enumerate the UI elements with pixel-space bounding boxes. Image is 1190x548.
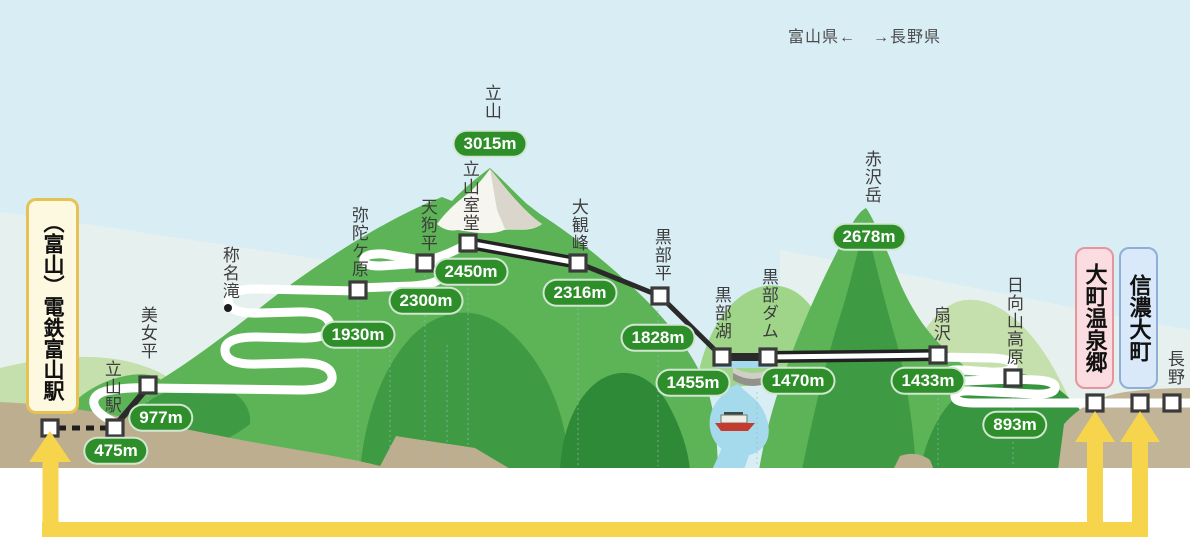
marker-shinano-omachi — [1130, 393, 1150, 413]
snow-cap — [437, 169, 542, 234]
station-label-kurobeko: 黒部湖 — [711, 286, 731, 340]
station-label-murodo: 立山室堂 — [459, 160, 479, 232]
terminal-box-shinano-omachi: 信濃大町 — [1119, 247, 1158, 389]
marker-tengudaira — [415, 253, 435, 273]
arrow-shinano-omachi — [1120, 411, 1160, 442]
elevation-badge-kurobeko: 1455m — [655, 368, 731, 398]
elevation-badge-kurobedaira: 1828m — [620, 323, 696, 353]
marker-kurobedaira — [650, 286, 670, 306]
station-label-ogizawa: 扇沢 — [930, 306, 950, 342]
marker-midagahara — [348, 280, 368, 300]
elevation-badge-bijodaira: 977m — [128, 403, 194, 433]
arrow-omachi-onsen — [1075, 411, 1115, 442]
elevation-badge-akazawadake: 2678m — [831, 222, 907, 252]
station-label-midagahara: 弥陀ケ原 — [348, 206, 368, 278]
marker-hinatayama — [1003, 368, 1023, 388]
elevation-badge-murodo: 2450m — [433, 257, 509, 287]
boat — [715, 412, 755, 431]
tunnel-line-kurobedam-ogizawa — [767, 349, 939, 363]
elevation-badge-hinatayama: 893m — [982, 410, 1048, 440]
terminal-box-omachi-onsen: 大町温泉郷 — [1075, 247, 1114, 389]
peak-label-akazawadake: 赤沢岳 — [861, 150, 881, 204]
station-label-nagano: 長野 — [1164, 350, 1184, 386]
elevation-badge-tateyama-peak: 3015m — [452, 129, 528, 159]
mountain-shadows — [120, 222, 1106, 470]
elevation-badge-tateyama-sta: 475m — [83, 436, 149, 466]
station-label-hinatayama: 日向山高原 — [1003, 276, 1023, 366]
landmark-label-shomyo-falls: 称名滝 — [219, 246, 239, 300]
marker-murodo — [458, 233, 478, 253]
road-tateyama-bijodaira — [89, 383, 154, 429]
shomyo-falls-dot — [224, 304, 232, 312]
marker-daikanbo — [568, 253, 588, 273]
station-label-tateyama-sta: 立山駅 — [101, 360, 121, 414]
marker-omachi-onsen — [1085, 393, 1105, 413]
peak-label-tateyama: 立山 — [481, 84, 501, 120]
station-label-kurobe-dam: 黒部ダム — [758, 268, 778, 340]
marker-bijodaira — [138, 375, 158, 395]
yellow-access-route — [29, 411, 1160, 537]
tunnel-line-murodo-daikanbo — [466, 237, 580, 269]
marker-kurobe-dam — [758, 347, 778, 367]
station-label-kurobedaira: 黒部平 — [651, 228, 671, 282]
arrow-dentetsu-toyama — [29, 431, 71, 462]
elevation-badge-kurobe-dam: 1470m — [760, 366, 836, 396]
marker-kurobeko — [712, 347, 732, 367]
marker-nagano — [1162, 393, 1182, 413]
marker-tateyama-sta — [105, 418, 125, 438]
prefecture-boundary-note: 富山県← →長野県 — [788, 29, 942, 46]
marker-ogizawa — [928, 345, 948, 365]
terminal-box-dentetsu-toyama: （富山）電鉄富山駅 — [26, 198, 79, 414]
elevation-badge-tengudaira: 2300m — [388, 286, 464, 316]
station-markers — [40, 233, 1182, 438]
station-label-bijodaira: 美女平 — [137, 306, 157, 360]
station-label-tengudaira: 天狗平 — [417, 198, 437, 252]
station-label-daikanbo: 大観峰 — [568, 198, 588, 252]
elevation-badge-ogizawa: 1433m — [890, 366, 966, 396]
elevation-badge-midagahara: 1930m — [320, 320, 396, 350]
elevation-badge-daikanbo: 2316m — [542, 278, 618, 308]
